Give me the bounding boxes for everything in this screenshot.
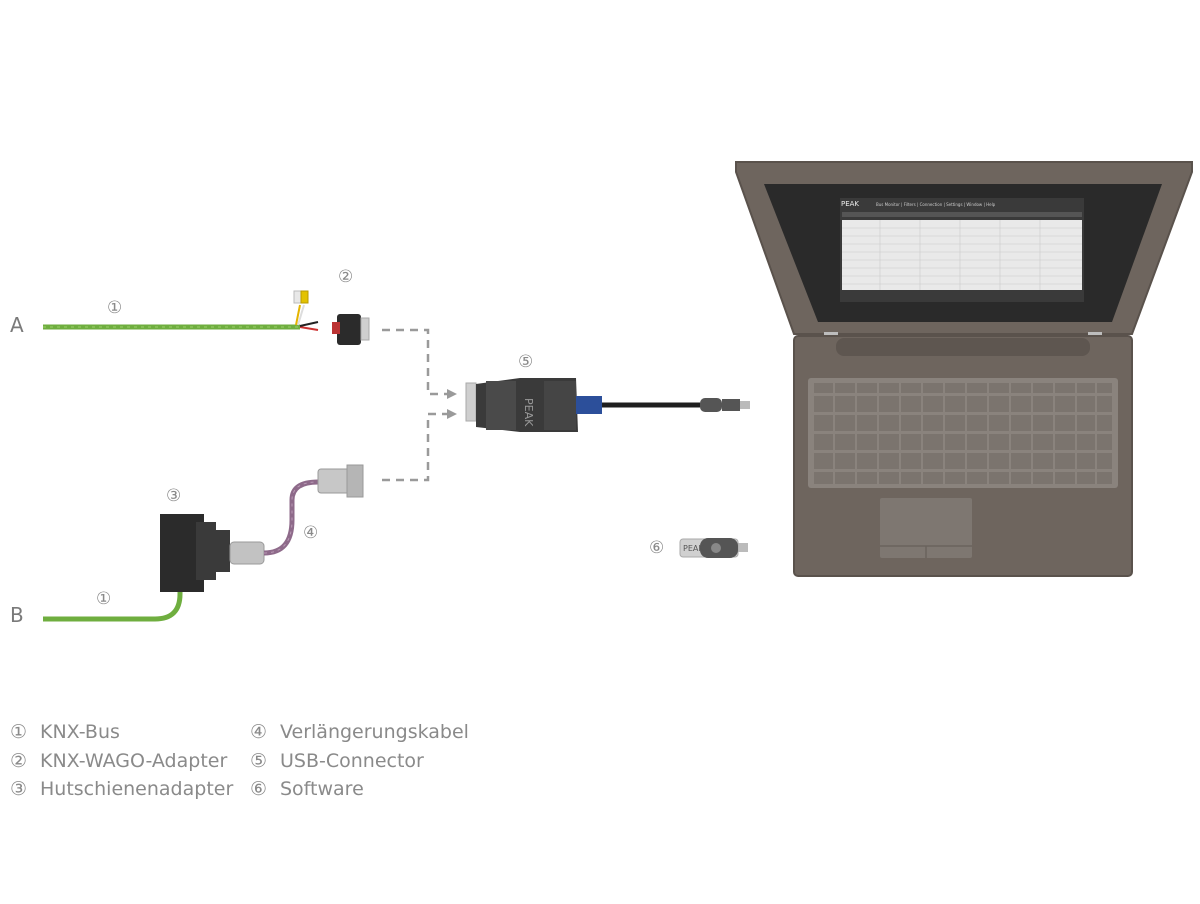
callout-2: ② — [338, 267, 354, 287]
legend-label: USB-Connector — [280, 749, 424, 772]
arrow-head-b — [447, 409, 457, 419]
line-label-a: A — [10, 313, 24, 337]
screen-table — [842, 220, 1082, 290]
legend-label: Software — [280, 778, 364, 800]
legend-label: KNX-Bus — [40, 721, 120, 743]
callout-5: ⑤ — [518, 352, 534, 372]
screen-menu: Bus Monitor | Filters | Connection | Set… — [876, 202, 996, 207]
legend-item: ⑥ Software — [250, 775, 469, 804]
callout-6: ⑥ — [649, 538, 665, 558]
legend-num: ① — [10, 721, 28, 743]
legend-label: KNX-WAGO-Adapter — [40, 749, 228, 772]
legend-column-1: ① KNX-Bus ② KNX-WAGO-Adapter ③ Hutschienena… — [10, 718, 233, 804]
callout-3: ③ — [166, 486, 182, 506]
callout-1-a: ① — [107, 298, 123, 318]
legend-label: Verlängerungskabel — [280, 721, 469, 743]
usb-connector-brand: PEAK — [522, 398, 535, 427]
legend-num: ⑤ — [250, 749, 268, 772]
software-usb-stick: PEAK — [679, 538, 748, 558]
touchpad — [880, 498, 972, 558]
usb-connector: PEAK — [465, 378, 750, 432]
keyboard — [808, 378, 1118, 488]
callout-4: ④ — [303, 523, 319, 543]
legend-num: ⑥ — [250, 778, 268, 800]
laptop: PEAK Bus Monitor | Filters | Connection … — [735, 161, 1193, 577]
usb-stick-brand: PEAK — [683, 544, 704, 553]
legend-column-2: ④ Verlängerungskabel ⑤ USB-Connector ⑥ Soft… — [250, 718, 469, 804]
legend-item: ① KNX-Bus — [10, 718, 233, 747]
din-rail-adapter — [160, 514, 265, 592]
legend-item: ③ Hutschienenadapter — [10, 775, 233, 804]
extension-cable — [263, 464, 364, 556]
line-label-b: B — [10, 603, 24, 627]
screen-brand: PEAK — [841, 200, 859, 208]
legend-item: ⑤ USB-Connector — [250, 747, 469, 776]
dashed-connections — [382, 328, 448, 482]
arrow-head-a — [447, 389, 457, 399]
knx-bus-cable-a — [43, 290, 319, 331]
legend-label: Hutschienenadapter — [40, 778, 234, 800]
legend-item: ④ Verlängerungskabel — [250, 718, 469, 747]
knx-wago-adapter — [332, 314, 370, 345]
legend-num: ④ — [250, 721, 268, 743]
legend-item: ② KNX-WAGO-Adapter — [10, 747, 233, 776]
callout-1-b: ① — [96, 589, 112, 609]
legend-num: ③ — [10, 778, 28, 800]
legend-num: ② — [10, 749, 28, 772]
knx-bus-cable-b — [43, 588, 183, 622]
